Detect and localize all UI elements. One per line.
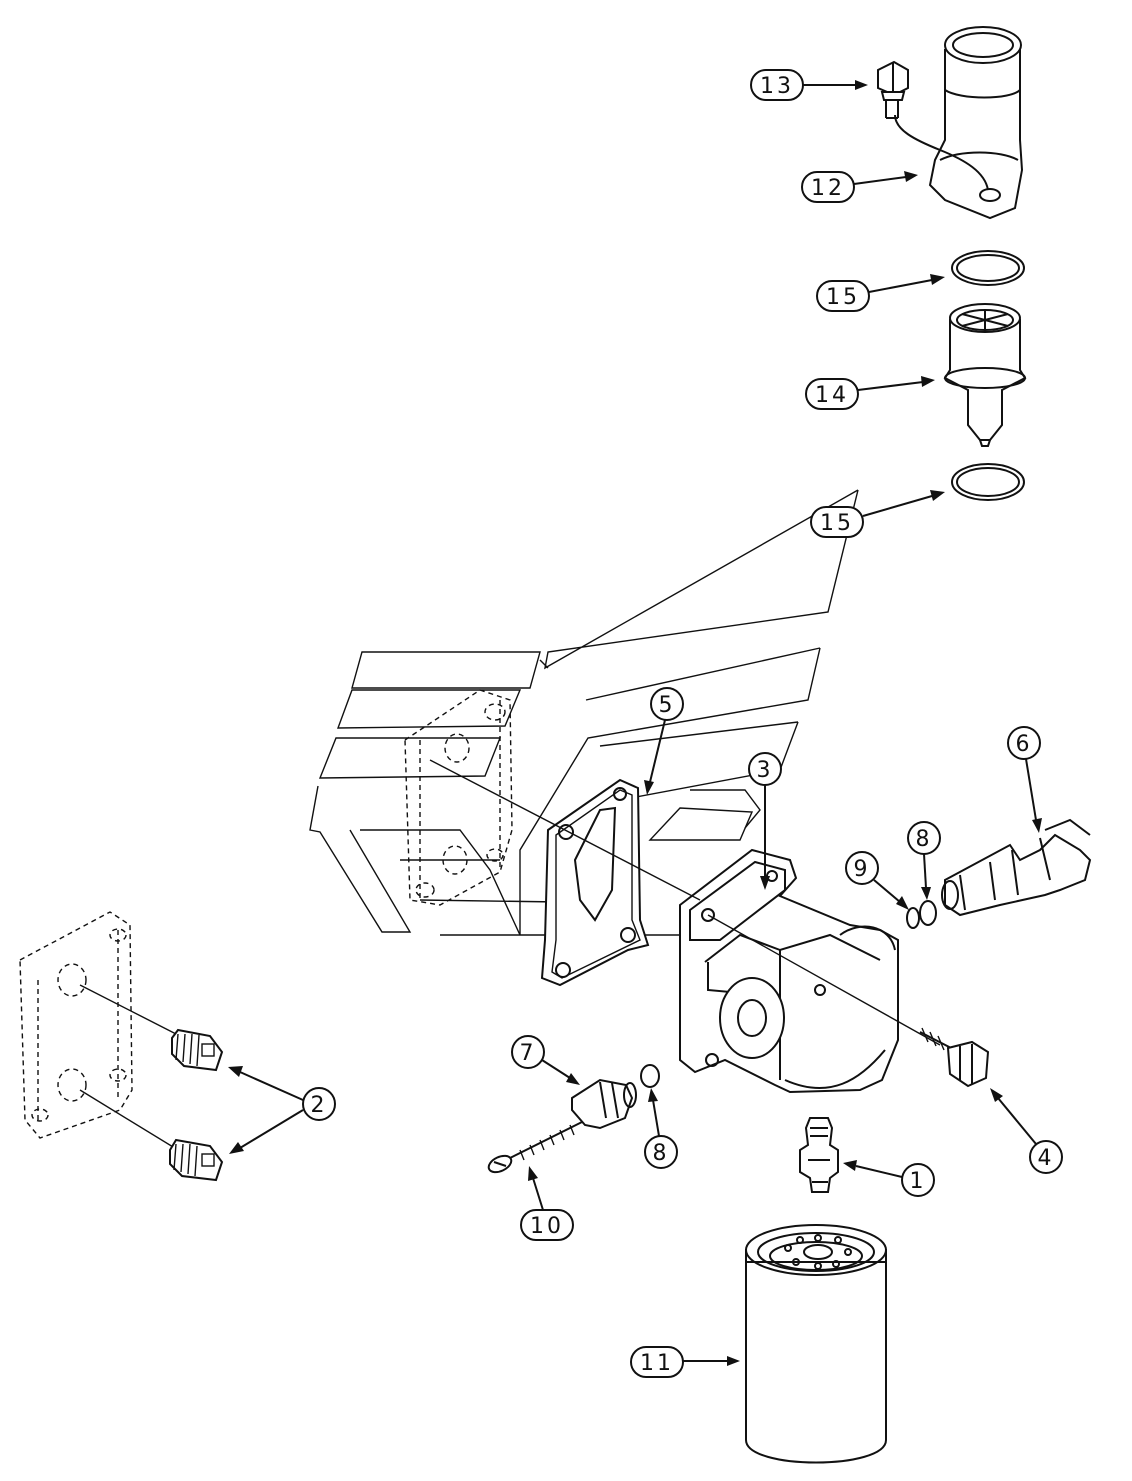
oil-filter-cartridge	[745, 1224, 887, 1464]
seal-upper	[951, 250, 1025, 286]
leader-plug-lower	[79, 1089, 179, 1151]
svg-text:15: 15	[820, 511, 854, 536]
svg-text:12: 12	[811, 176, 845, 201]
svg-text:8: 8	[916, 827, 933, 852]
callout-4: 4	[990, 1088, 1063, 1174]
svg-text:14: 14	[815, 383, 849, 408]
seal-lower	[951, 463, 1025, 501]
svg-text:5: 5	[659, 693, 676, 718]
engine-block-outline	[309, 489, 859, 936]
callout-2: 2	[228, 1066, 336, 1154]
svg-text:15: 15	[826, 285, 860, 310]
svg-text:3: 3	[757, 758, 774, 783]
svg-text:11: 11	[640, 1351, 674, 1376]
callout-13: 13	[750, 69, 868, 101]
relief-valve	[941, 818, 1092, 917]
dashed-adapter-plate	[19, 911, 133, 1139]
o-ring-small	[906, 907, 920, 929]
callout-9: 9	[845, 851, 909, 910]
callout-15-lower: 15	[810, 490, 945, 538]
oil-pressure-sender	[571, 1078, 637, 1130]
callout-3: 3	[748, 752, 782, 890]
dashed-plate-upper	[404, 689, 513, 906]
o-ring-valve	[919, 900, 937, 926]
svg-text:4: 4	[1038, 1146, 1055, 1171]
svg-text:10: 10	[530, 1214, 564, 1239]
svg-text:1: 1	[910, 1169, 927, 1194]
gasket	[540, 778, 650, 987]
callout-8-upper: 8	[907, 821, 941, 900]
leader-gasket-align	[429, 759, 701, 901]
callout-7: 7	[511, 1035, 580, 1085]
callout-14: 14	[805, 376, 935, 410]
svg-text:6: 6	[1016, 732, 1033, 757]
svg-text:7: 7	[520, 1041, 537, 1066]
o-ring-sender	[640, 1064, 660, 1088]
thermostat	[943, 303, 1027, 447]
callout-12: 12	[801, 171, 918, 203]
filter-nipple	[799, 1117, 839, 1193]
pipe-plug-upper	[171, 1028, 224, 1072]
svg-text:13: 13	[760, 74, 794, 99]
callout-1: 1	[843, 1160, 935, 1197]
leader-capscrew	[707, 914, 941, 1046]
long-screw	[487, 1121, 583, 1174]
callout-6: 6	[1007, 726, 1042, 833]
callout-11: 11	[630, 1346, 740, 1378]
svg-text:8: 8	[653, 1141, 670, 1166]
thermostat-housing	[894, 26, 1024, 220]
cap-screw	[919, 1027, 990, 1088]
callout-15-upper: 15	[816, 274, 945, 312]
housing-bolt	[877, 60, 909, 119]
callout-10: 10	[520, 1166, 574, 1241]
svg-text:9: 9	[854, 857, 871, 882]
callout-5: 5	[644, 687, 684, 795]
leader-plug-upper	[79, 984, 179, 1036]
oil-filter-head	[679, 848, 899, 1094]
callout-8-lower: 8	[644, 1088, 678, 1169]
svg-text:2: 2	[311, 1093, 328, 1118]
pipe-plug-lower	[169, 1138, 224, 1182]
